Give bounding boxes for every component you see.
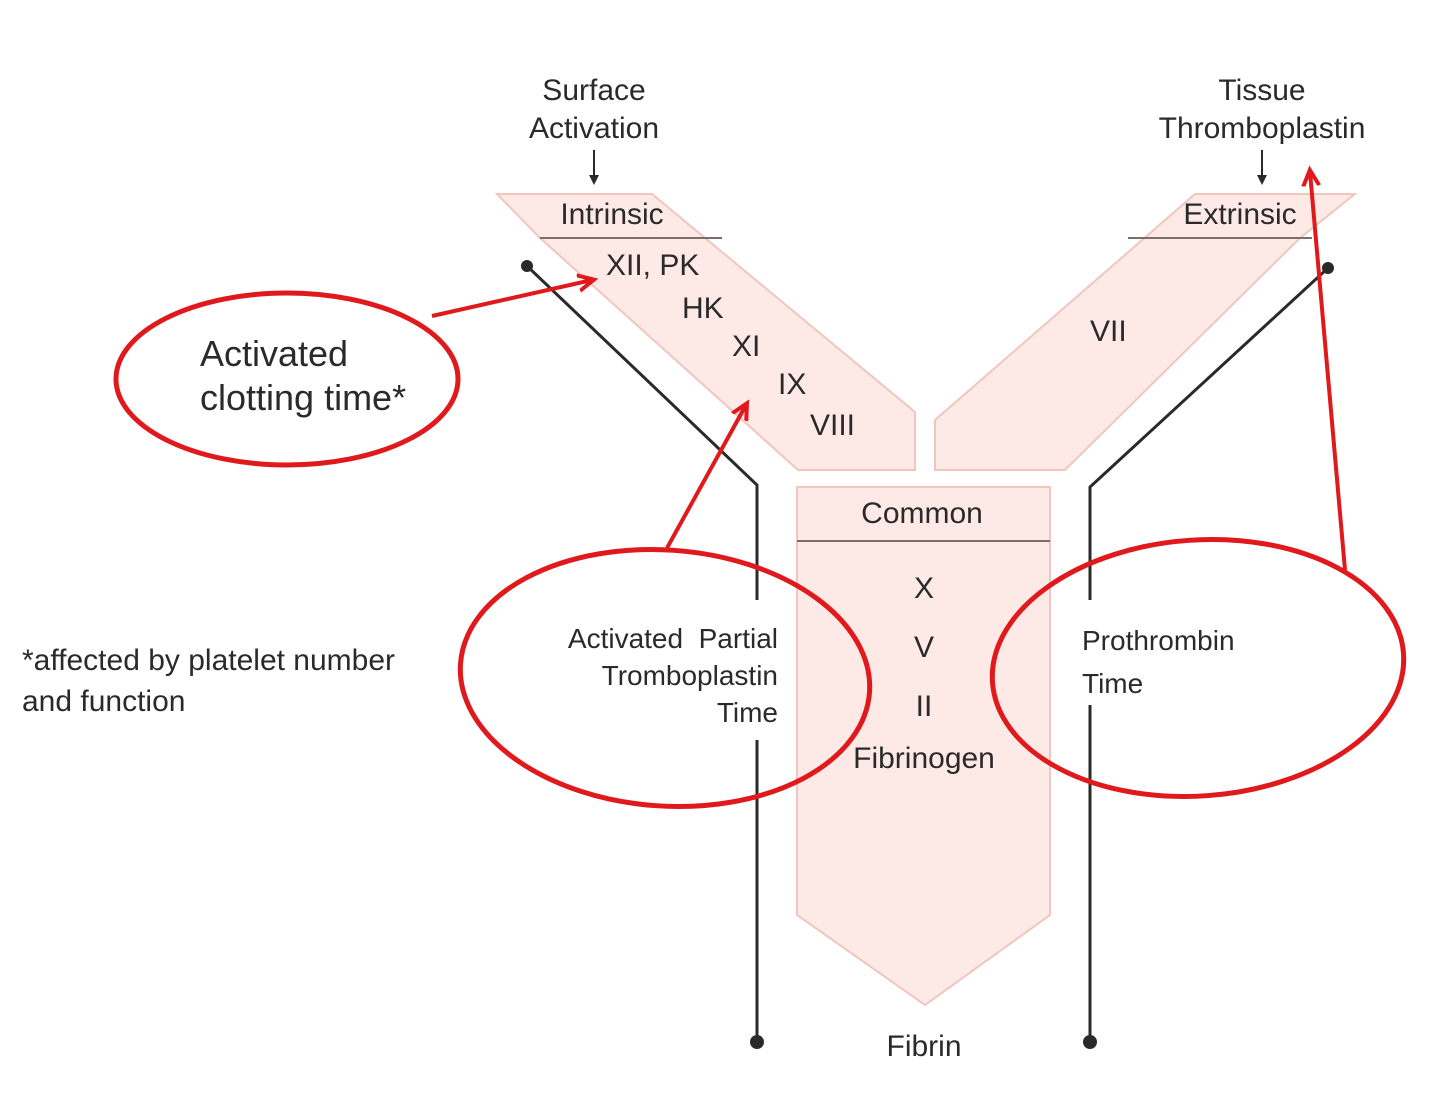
factor-xi: XI <box>732 330 761 363</box>
pt-start-dot <box>1322 262 1334 274</box>
tissue-thromboplastin-line-1: Tissue <box>1218 74 1306 107</box>
factor-vii: VII <box>1090 315 1127 348</box>
pt-end-dot <box>1083 1035 1097 1049</box>
pt-pointer-arrow <box>1310 172 1347 571</box>
aptt-test-line-2: Tromboplastin <box>601 660 778 691</box>
aptt-pointer-arrow <box>665 405 746 549</box>
aptt-test-line-1: Activated Partial <box>567 623 778 654</box>
platelet-footnote: *affected by platelet number and functio… <box>22 640 395 722</box>
factor-xii-pk: XII, PK <box>606 249 700 282</box>
act-test-label: Activated clotting time* <box>200 332 406 420</box>
aptt-bracket-line-upper <box>525 264 759 600</box>
intrinsic-title: Intrinsic <box>560 198 664 231</box>
factor-ix: IX <box>778 368 807 401</box>
surface-activation-line-2: Activation <box>528 112 660 145</box>
pt-test-label: Prothrombin Time <box>1082 619 1235 705</box>
footnote-line-1: *affected by platelet number <box>22 644 396 677</box>
act-pointer-arrow <box>431 280 592 318</box>
extrinsic-pathway-band <box>934 193 1358 471</box>
factor-hk: HK <box>682 292 724 325</box>
pt-highlight-ellipse <box>989 537 1407 799</box>
pt-test-line-2: Time <box>1082 668 1144 699</box>
aptt-test-label: Activated Partial Tromboplastin Time <box>568 620 778 731</box>
aptt-end-dot <box>750 1035 764 1049</box>
surface-activation-line-1: Surface <box>542 74 646 107</box>
aptt-highlight-ellipse <box>457 547 873 809</box>
factor-viii: VIII <box>810 409 856 442</box>
common-title: Common <box>861 497 983 530</box>
tissue-thromboplastin-line-2: Thromboplastin <box>1158 112 1366 145</box>
aptt-test-line-3: Time <box>716 697 778 728</box>
product-fibrin: Fibrin <box>886 1030 962 1063</box>
surface-activation-label: Surface Activation <box>529 72 659 148</box>
aptt-start-dot <box>521 260 533 272</box>
factor-v: V <box>913 631 935 664</box>
pt-test-line-1: Prothrombin <box>1082 625 1235 656</box>
factor-ii: II <box>915 690 933 723</box>
common-pathway-band <box>796 486 1051 1007</box>
tissue-thromboplastin-label: Tissue Thromboplastin <box>1159 72 1366 148</box>
act-test-line-1: Activated <box>200 333 349 374</box>
factor-x: X <box>913 572 935 605</box>
factor-fibrinogen: Fibrinogen <box>853 742 995 775</box>
footnote-line-2: and function <box>22 685 186 718</box>
act-test-line-2: clotting time* <box>200 377 407 418</box>
extrinsic-title: Extrinsic <box>1183 198 1297 231</box>
act-highlight-ellipse <box>113 290 461 468</box>
